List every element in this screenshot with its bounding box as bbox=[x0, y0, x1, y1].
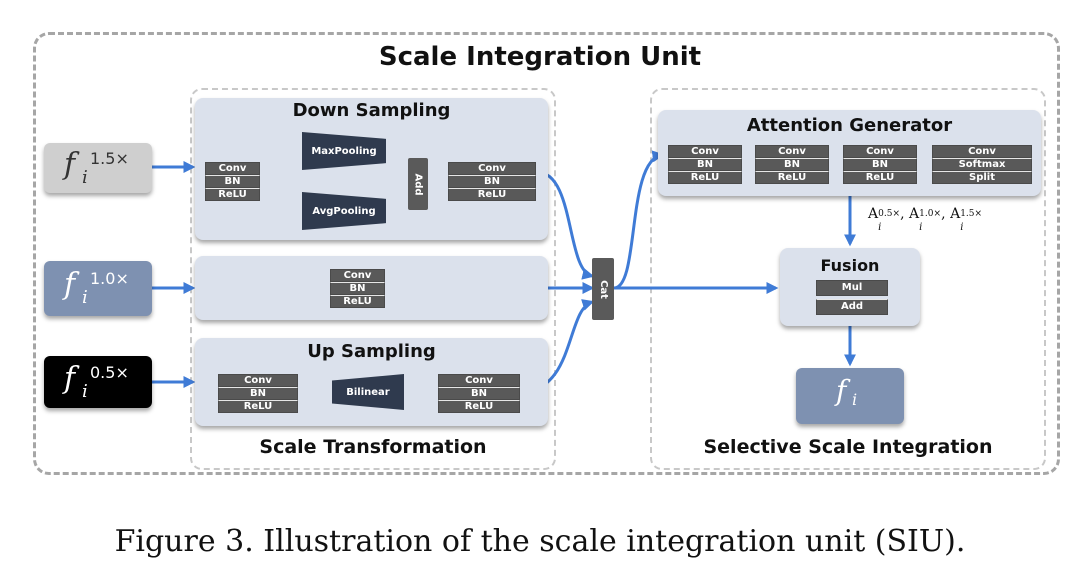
up-pre-block: Conv BN ReLU bbox=[218, 374, 298, 413]
attention-block-3: Conv BN ReLU bbox=[843, 145, 917, 184]
bn-layer: BN bbox=[205, 175, 260, 188]
relu-layer: ReLU bbox=[843, 171, 917, 184]
attention-block-1: Conv BN ReLU bbox=[668, 145, 742, 184]
relu-layer: ReLU bbox=[438, 400, 520, 413]
output-feature: f i bbox=[796, 368, 904, 424]
main-title: Scale Integration Unit bbox=[378, 42, 702, 72]
arrow-cat-to-attention bbox=[613, 150, 665, 290]
bn-layer: BN bbox=[755, 158, 829, 171]
down-sampling-title: Down Sampling bbox=[292, 100, 451, 121]
conv-layer: Conv bbox=[205, 162, 260, 175]
add-op: Add bbox=[816, 299, 888, 315]
figure-caption: Figure 3. Illustration of the scale inte… bbox=[114, 524, 966, 559]
bn-layer: BN bbox=[668, 158, 742, 171]
bn-layer: BN bbox=[843, 158, 917, 171]
split-layer: Split bbox=[932, 171, 1032, 184]
attention-block-4: Conv Softmax Split bbox=[932, 145, 1032, 184]
cat-block: Cat bbox=[592, 258, 614, 320]
scale-transformation-frame bbox=[190, 88, 556, 470]
bn-layer: BN bbox=[218, 387, 298, 400]
input-feature-0-5x: f i 0.5× bbox=[44, 356, 152, 408]
bn-layer: BN bbox=[448, 175, 536, 188]
selective-scale-integration-label: Selective Scale Integration bbox=[703, 436, 993, 458]
scale-transformation-label: Scale Transformation bbox=[259, 436, 487, 458]
conv-layer: Conv bbox=[932, 145, 1032, 158]
conv-layer: Conv bbox=[448, 162, 536, 175]
softmax-layer: Softmax bbox=[932, 158, 1032, 171]
conv-layer: Conv bbox=[218, 374, 298, 387]
conv-layer: Conv bbox=[438, 374, 520, 387]
relu-layer: ReLU bbox=[668, 171, 742, 184]
up-post-block: Conv BN ReLU bbox=[438, 374, 520, 413]
input-feature-1-5x: f i 1.5× bbox=[44, 143, 152, 193]
conv-layer: Conv bbox=[668, 145, 742, 158]
bn-layer: BN bbox=[438, 387, 520, 400]
add-block: Add bbox=[408, 158, 428, 210]
relu-layer: ReLU bbox=[755, 171, 829, 184]
relu-layer: ReLU bbox=[218, 400, 298, 413]
attention-block-2: Conv BN ReLU bbox=[755, 145, 829, 184]
conv-layer: Conv bbox=[755, 145, 829, 158]
down-pre-block: Conv BN ReLU bbox=[205, 162, 260, 201]
down-post-block: Conv BN ReLU bbox=[448, 162, 536, 201]
relu-layer: ReLU bbox=[330, 295, 385, 308]
arrow-down-to-cat bbox=[536, 170, 595, 280]
up-sampling-title: Up Sampling bbox=[307, 341, 436, 362]
mul-op: Mul bbox=[816, 280, 888, 296]
relu-layer: ReLU bbox=[448, 188, 536, 201]
relu-layer: ReLU bbox=[205, 188, 260, 201]
avgpooling-block: AvgPooling bbox=[302, 192, 386, 230]
bn-layer: BN bbox=[330, 282, 385, 295]
conv-layer: Conv bbox=[330, 269, 385, 282]
selective-scale-integration-frame bbox=[650, 88, 1046, 470]
siu-frame bbox=[33, 32, 1060, 475]
middle-block: Conv BN ReLU bbox=[330, 269, 385, 308]
attention-generator-title: Attention Generator bbox=[746, 115, 953, 136]
fusion-ops: Mul Add bbox=[816, 280, 888, 315]
maxpooling-block: MaxPooling bbox=[302, 132, 386, 170]
conv-layer: Conv bbox=[843, 145, 917, 158]
input-feature-1-0x: f i 1.0× bbox=[44, 261, 152, 316]
bilinear-block: Bilinear bbox=[332, 374, 404, 410]
fusion-title: Fusion bbox=[820, 256, 880, 275]
